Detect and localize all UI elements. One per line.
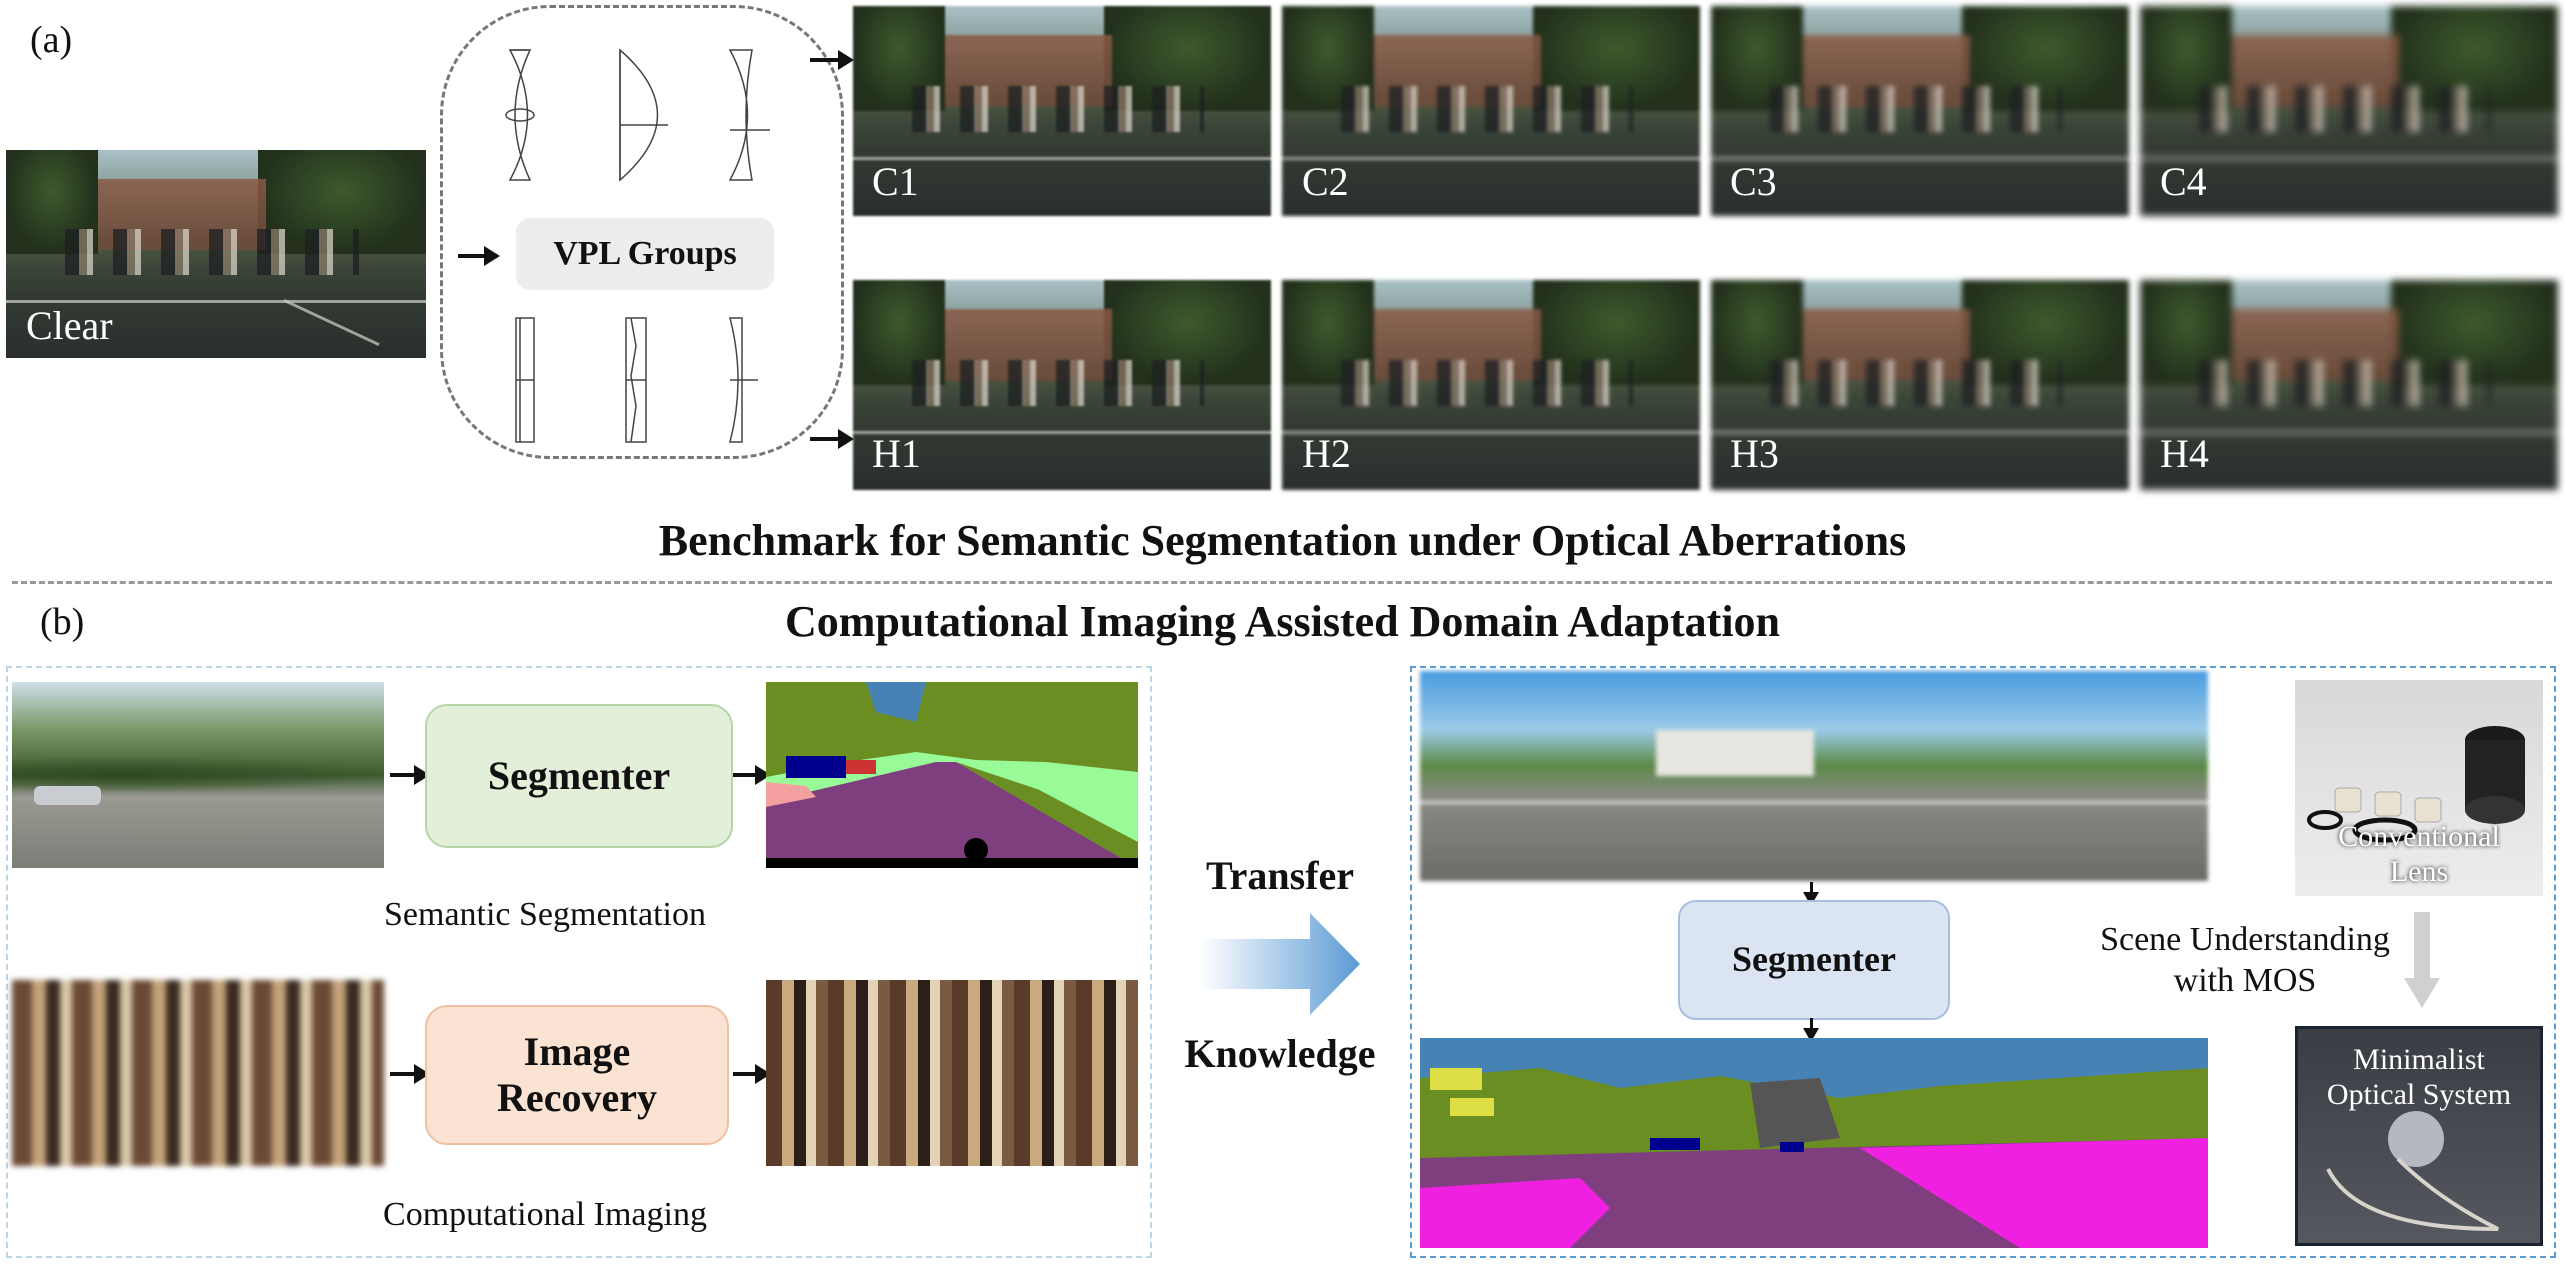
right-segmenter-box: Segmenter [1678, 900, 1950, 1020]
scene-line-2: with MOS [2173, 961, 2317, 999]
conventional-lens-line-1: Conventional [2338, 820, 2500, 853]
aberrated-image-h1 [853, 280, 1271, 490]
mos-line-1: Minimalist [2353, 1043, 2485, 1076]
aspheric-lens-drawings [505, 48, 770, 182]
knowledge-label: Knowledge [1184, 1031, 1376, 1076]
mos-line-2: Optical System [2326, 1077, 2512, 1111]
hoe-lens-drawings [515, 317, 758, 443]
single-lens-icon [2388, 1111, 2444, 1167]
hoe-icon-2 [625, 317, 647, 443]
aberrated-image-c1 [853, 6, 1271, 216]
aberrated-image-h4 [2140, 280, 2558, 490]
arrow-image-to-right-segmenter [1803, 882, 1819, 906]
arrow-right-segmenter-to-map [1803, 1018, 1819, 1042]
target-domain-container [1410, 666, 2556, 1258]
hoe-icon-1 [515, 317, 535, 443]
segmenter-box: Segmenter [425, 704, 733, 848]
aberrated-image-c4 [2140, 6, 2558, 216]
target-segmentation-map [1420, 1038, 2208, 1248]
lens-icon-3 [728, 49, 770, 181]
arrow-image-to-segmenter [390, 765, 430, 785]
arrow-to-c-row [810, 50, 854, 70]
conventional-lens-line-2: Lens [2389, 854, 2449, 888]
aberrated-image-h3 [1711, 280, 2129, 490]
semantic-segmentation-caption: Semantic Segmentation [384, 896, 706, 933]
clear-label: Clear [26, 303, 113, 348]
panel-b-title: Computational Imaging Assisted Domain Ad… [784, 597, 1781, 646]
arrow-clear-to-vpl [458, 246, 500, 266]
scene-understanding-text: Scene Understanding with MOS [2050, 920, 2440, 1002]
hoe-icon-3 [729, 317, 758, 443]
c3-label: C3 [1730, 159, 1777, 204]
scene-line-1: Scene Understanding [2100, 921, 2390, 958]
degraded-shelf-image [12, 980, 384, 1166]
source-street-image [12, 682, 384, 868]
conventional-lens-photo: Conventional Lens [2295, 680, 2543, 896]
panel-a-label: (a) [30, 19, 73, 61]
panel-b-label: (b) [40, 601, 85, 643]
transfer-arrow [1200, 913, 1360, 1015]
arrow-recovery-to-output [733, 1064, 771, 1084]
vpl-container [440, 5, 844, 459]
c1-label: C1 [872, 159, 919, 204]
aberrated-image-c3 [1711, 6, 2129, 216]
minimalist-optical-system-photo: Minimalist Optical System [2295, 1026, 2543, 1246]
h1-label: H1 [872, 431, 921, 476]
c2-label: C2 [1302, 159, 1349, 204]
vpl-groups-label: VPL Groups [516, 218, 774, 290]
recovered-shelf-image [766, 980, 1138, 1166]
clear-image [6, 150, 426, 358]
aberrated-image-c2 [1282, 6, 1700, 216]
arrow-to-h-row [810, 429, 854, 449]
source-segmentation-map [766, 682, 1138, 868]
h2-label: H2 [1302, 431, 1351, 476]
lens-replacement-arrow [2404, 912, 2440, 1008]
lens-icon-2 [619, 48, 668, 182]
lens-icon-1 [505, 49, 535, 181]
arrow-shelf-to-recovery [390, 1064, 430, 1084]
aberrated-image-h2 [1282, 280, 1700, 490]
section-divider [12, 581, 2552, 584]
mos-captured-street-image [1420, 671, 2208, 881]
image-recovery-box: Image Recovery [425, 1005, 729, 1145]
arrow-segmenter-to-map [733, 765, 771, 785]
transfer-label: Transfer [1205, 853, 1355, 898]
h3-label: H3 [1730, 431, 1779, 476]
h4-label: H4 [2160, 431, 2209, 476]
panel-a-caption: Benchmark for Semantic Segmentation unde… [658, 516, 1907, 565]
computational-imaging-caption: Computational Imaging [383, 1196, 707, 1233]
image-recovery-label: Image Recovery [497, 1029, 657, 1120]
source-domain-container [6, 666, 1152, 1258]
c4-label: C4 [2160, 159, 2207, 204]
